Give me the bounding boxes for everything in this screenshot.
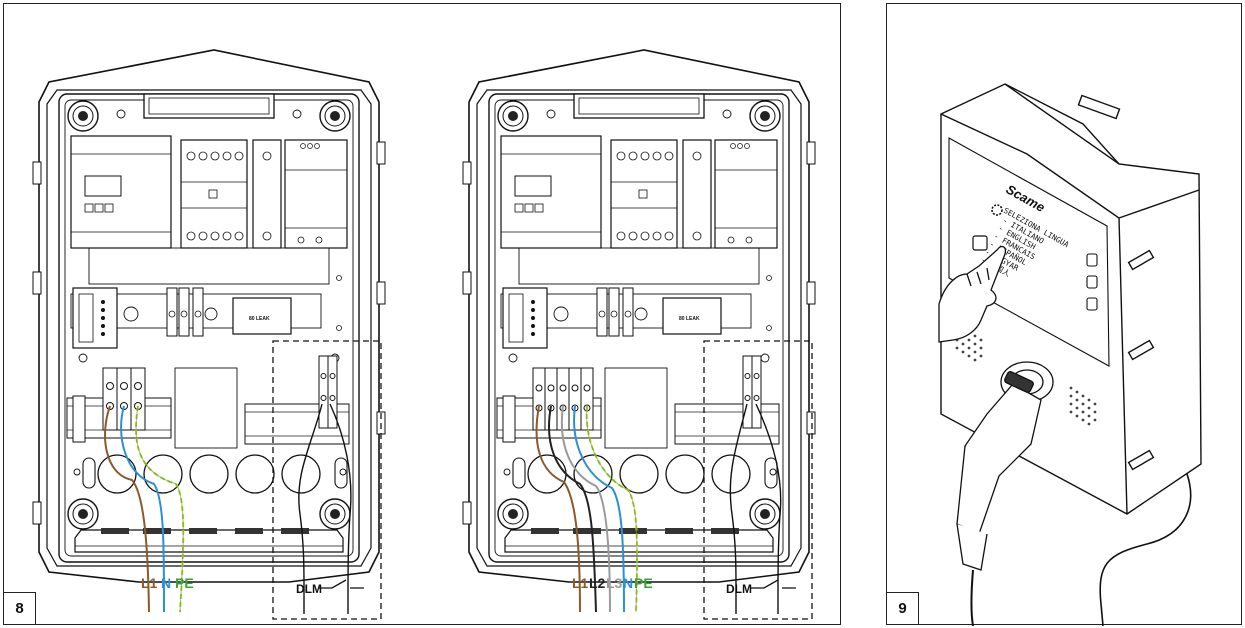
three-phase-wires	[535, 403, 782, 613]
dlm-switch-symbol	[318, 579, 364, 589]
charging-plug	[956, 370, 1042, 571]
dlm-switch-symbol	[750, 579, 796, 589]
wire-label-n: N	[623, 575, 633, 591]
dlm-terminal-block	[318, 355, 338, 429]
gear-icon	[991, 204, 1003, 216]
status-led-icons	[1086, 253, 1098, 311]
supply-terminal-block	[532, 367, 594, 431]
wire-label-l1: L1	[141, 575, 158, 591]
figure-number: 8	[4, 592, 36, 624]
single-phase-wires	[104, 403, 352, 613]
wire-label-pe: PE	[634, 575, 653, 591]
figure-number: 9	[887, 592, 919, 624]
wire-l3	[561, 405, 611, 613]
single-phase-wallbox-diagram: 80 LEAK	[32, 49, 386, 583]
mains-cable	[1099, 473, 1192, 626]
wire-label-n: N	[161, 575, 171, 591]
dlm-dashed-box	[703, 340, 813, 620]
supply-terminal-block	[102, 367, 146, 431]
three-phase-wallbox-diagram: 80 LEAK	[462, 49, 816, 583]
module-label: 80 LEAK	[679, 316, 700, 322]
module-label: 80 LEAK	[249, 316, 270, 322]
wiring-diagrams: 80 LEAK	[32, 49, 816, 620]
wire-l1	[104, 405, 150, 613]
wire-n	[120, 405, 165, 613]
wire-label-l2: L2	[589, 575, 606, 591]
dlm-label: DLM	[726, 582, 752, 596]
wire-dlm-a	[729, 403, 748, 589]
dlm-dashed-box	[272, 340, 382, 620]
wire-l2	[548, 405, 597, 613]
dlm-terminal-block	[742, 355, 762, 429]
wire-label-l3: L3	[606, 575, 623, 591]
wire-dlm-b	[755, 403, 782, 589]
charging-cable	[970, 569, 974, 626]
hand-pointing-icon	[938, 245, 1007, 343]
wire-dlm-a	[298, 403, 323, 589]
wire-n	[573, 405, 625, 613]
rfid-reader-icon	[972, 235, 988, 251]
wire-label-l1: L1	[572, 575, 589, 591]
dlm-label: DLM	[296, 582, 322, 596]
wire-dlm-b	[329, 403, 352, 589]
wire-label-pe: PE	[175, 575, 194, 591]
figure-8-panel: 80 LEAK	[3, 3, 841, 625]
three-phase-wire-labels: L1 L2 L3 N PE	[572, 575, 653, 591]
charger-illustration: Scame SELEZIONA LINGUA - ITALIANO - ENGL…	[938, 83, 1202, 626]
wire-l1	[535, 405, 581, 613]
figure-9-panel: Scame SELEZIONA LINGUA - ITALIANO - ENGL…	[886, 3, 1242, 626]
single-phase-wire-labels: L1 N PE	[141, 575, 194, 591]
